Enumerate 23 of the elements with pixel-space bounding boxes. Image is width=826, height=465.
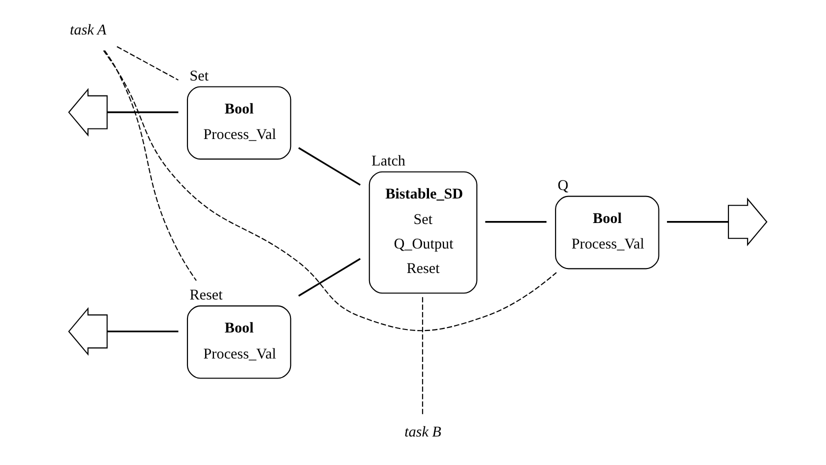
node-text: task B (404, 424, 442, 440)
node-label: Reset (190, 288, 223, 304)
connector (103, 50, 557, 332)
node-label: Latch (372, 154, 406, 170)
connector (107, 111, 178, 114)
node-chevron (68, 88, 108, 137)
node-box: Bistable_SD Set Q_Output Reset (368, 171, 478, 294)
connector (104, 50, 197, 281)
connector (298, 147, 361, 186)
node-chevron (728, 198, 768, 246)
connector (666, 221, 728, 223)
node-label: Set (190, 68, 209, 85)
node-text: task A (70, 22, 106, 38)
node-chevron (68, 307, 108, 356)
node-box: Bool Process_Val (186, 86, 292, 160)
connector (298, 258, 361, 297)
node-box: Bool Process_Val (186, 305, 292, 379)
node-box: Bool Process_Val (555, 196, 660, 270)
connector (116, 46, 179, 81)
node-label: Q (558, 178, 568, 194)
connector (422, 296, 424, 414)
connector (107, 330, 178, 332)
connector (485, 221, 546, 223)
